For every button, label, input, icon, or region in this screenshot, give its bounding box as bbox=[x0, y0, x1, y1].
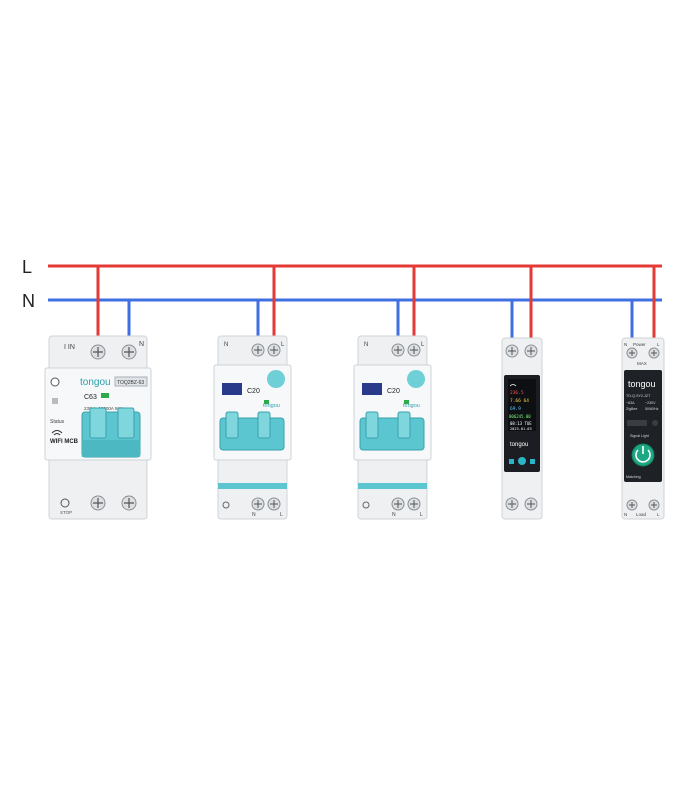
rcbo-b-bottom-n: N bbox=[392, 512, 396, 518]
meter-reading-4: 006245.00 bbox=[509, 414, 531, 419]
rcbo-a-brand: tongou bbox=[263, 403, 280, 409]
meter-right-button[interactable] bbox=[530, 459, 535, 464]
mcb-toggle-n[interactable] bbox=[117, 407, 135, 439]
mcb-indicator-icon bbox=[50, 377, 60, 387]
rcbo-b-toggle-1[interactable] bbox=[365, 411, 379, 439]
smart-switch-device: N Power L MAX tongou TO-Q-SY2-JZT ~63A ~… bbox=[621, 337, 665, 520]
switch-voltage: ~230V bbox=[645, 401, 656, 405]
wifi-mcb-device: I IN N tongou TOQ2BZ-63 C63 230V~ 10000A… bbox=[44, 335, 152, 520]
switch-model: TO-Q-SY2-JZT bbox=[626, 394, 651, 398]
switch-freq: 50/60Hz bbox=[645, 407, 659, 411]
mcb-model: TOQ2BZ-63 bbox=[117, 380, 144, 386]
rcbo-b-brand: tongou bbox=[403, 403, 420, 409]
switch-brand: tongou bbox=[628, 379, 656, 389]
neutral-bus-label: N bbox=[22, 291, 35, 311]
energy-meter-device: 236.5 7.66 64 69.9 006245.00 08:13 TUE 2… bbox=[501, 337, 543, 520]
rcbo-a-label-plate bbox=[222, 383, 242, 395]
switch-top-l: L bbox=[657, 342, 660, 347]
meter-left-button[interactable] bbox=[509, 459, 514, 464]
switch-bottom-l: L bbox=[657, 512, 660, 517]
switch-bottom-n: N bbox=[624, 512, 627, 517]
rcbo-b-bottom-l: L bbox=[420, 512, 423, 518]
switch-current: ~63A bbox=[626, 401, 635, 405]
rcbo-a-toggle-1[interactable] bbox=[225, 411, 239, 439]
mcb-top-label: I IN bbox=[64, 344, 75, 351]
mcb-status-led bbox=[101, 393, 109, 398]
switch-protocol: ZigBee bbox=[626, 407, 637, 411]
meter-ok-button[interactable] bbox=[518, 457, 526, 465]
rcbo-b-rating: C20 bbox=[387, 388, 400, 395]
switch-max-label: MAX bbox=[637, 361, 647, 366]
rcbo-a-device: N L C20 tongou N L bbox=[213, 335, 292, 520]
rcbo-b-test-button[interactable] bbox=[407, 370, 425, 388]
rcbo-b-device: N L C20 tongou N L bbox=[353, 335, 432, 520]
rcbo-a-top-l: L bbox=[281, 342, 285, 348]
meter-brand: tongou bbox=[510, 442, 528, 448]
line-bus-label: L bbox=[22, 257, 32, 277]
settings-icon bbox=[60, 498, 70, 508]
meter-time: 08:13 TUE bbox=[510, 421, 532, 426]
rcbo-a-toggle-2[interactable] bbox=[257, 411, 271, 439]
switch-top-power: Power bbox=[633, 342, 646, 347]
rcbo-b-toggle-2[interactable] bbox=[397, 411, 411, 439]
rcbo-a-rating: C20 bbox=[247, 388, 260, 395]
rcbo-a-bottom-n: N bbox=[252, 512, 256, 518]
switch-bottom-load: Load bbox=[636, 512, 647, 517]
rcbo-a-test-button[interactable] bbox=[267, 370, 285, 388]
wifi-icon bbox=[51, 430, 63, 436]
rcbo-a-bottom-l: L bbox=[280, 512, 283, 518]
mcb-status-text: Status bbox=[50, 419, 65, 425]
switch-matching-label: Matching bbox=[626, 475, 641, 479]
rcbo-b-top-l: L bbox=[421, 342, 425, 348]
meter-date: 2023-01-03 bbox=[510, 427, 532, 431]
meter-reading-3: 69.9 bbox=[510, 406, 521, 412]
switch-signal-label: Signal Light bbox=[630, 434, 649, 438]
mcb-reset-icon bbox=[52, 398, 58, 404]
mcb-brand: tongou bbox=[80, 377, 111, 388]
wifi-icon bbox=[509, 384, 517, 387]
rcbo-b-top-n: N bbox=[364, 342, 368, 348]
switch-top-n: N bbox=[624, 342, 627, 347]
rcbo-b-label-plate bbox=[362, 383, 382, 395]
power-icon bbox=[635, 449, 651, 463]
mcb-top-n: N bbox=[139, 341, 144, 348]
mcb-wifi-title: WIFI MCB bbox=[50, 439, 79, 445]
switch-power-button[interactable] bbox=[631, 443, 655, 467]
mcb-rating: C63 bbox=[84, 394, 97, 401]
meter-reading-2: 7.66 64 bbox=[510, 398, 529, 404]
rcbo-a-top-n: N bbox=[224, 342, 228, 348]
mcb-toggle-l[interactable] bbox=[89, 407, 107, 439]
mcb-bottom-label: STOP bbox=[60, 510, 72, 515]
meter-reading-1: 236.5 bbox=[510, 390, 524, 396]
line-drop-wires bbox=[96, 266, 656, 345]
meter-display bbox=[508, 379, 536, 431]
